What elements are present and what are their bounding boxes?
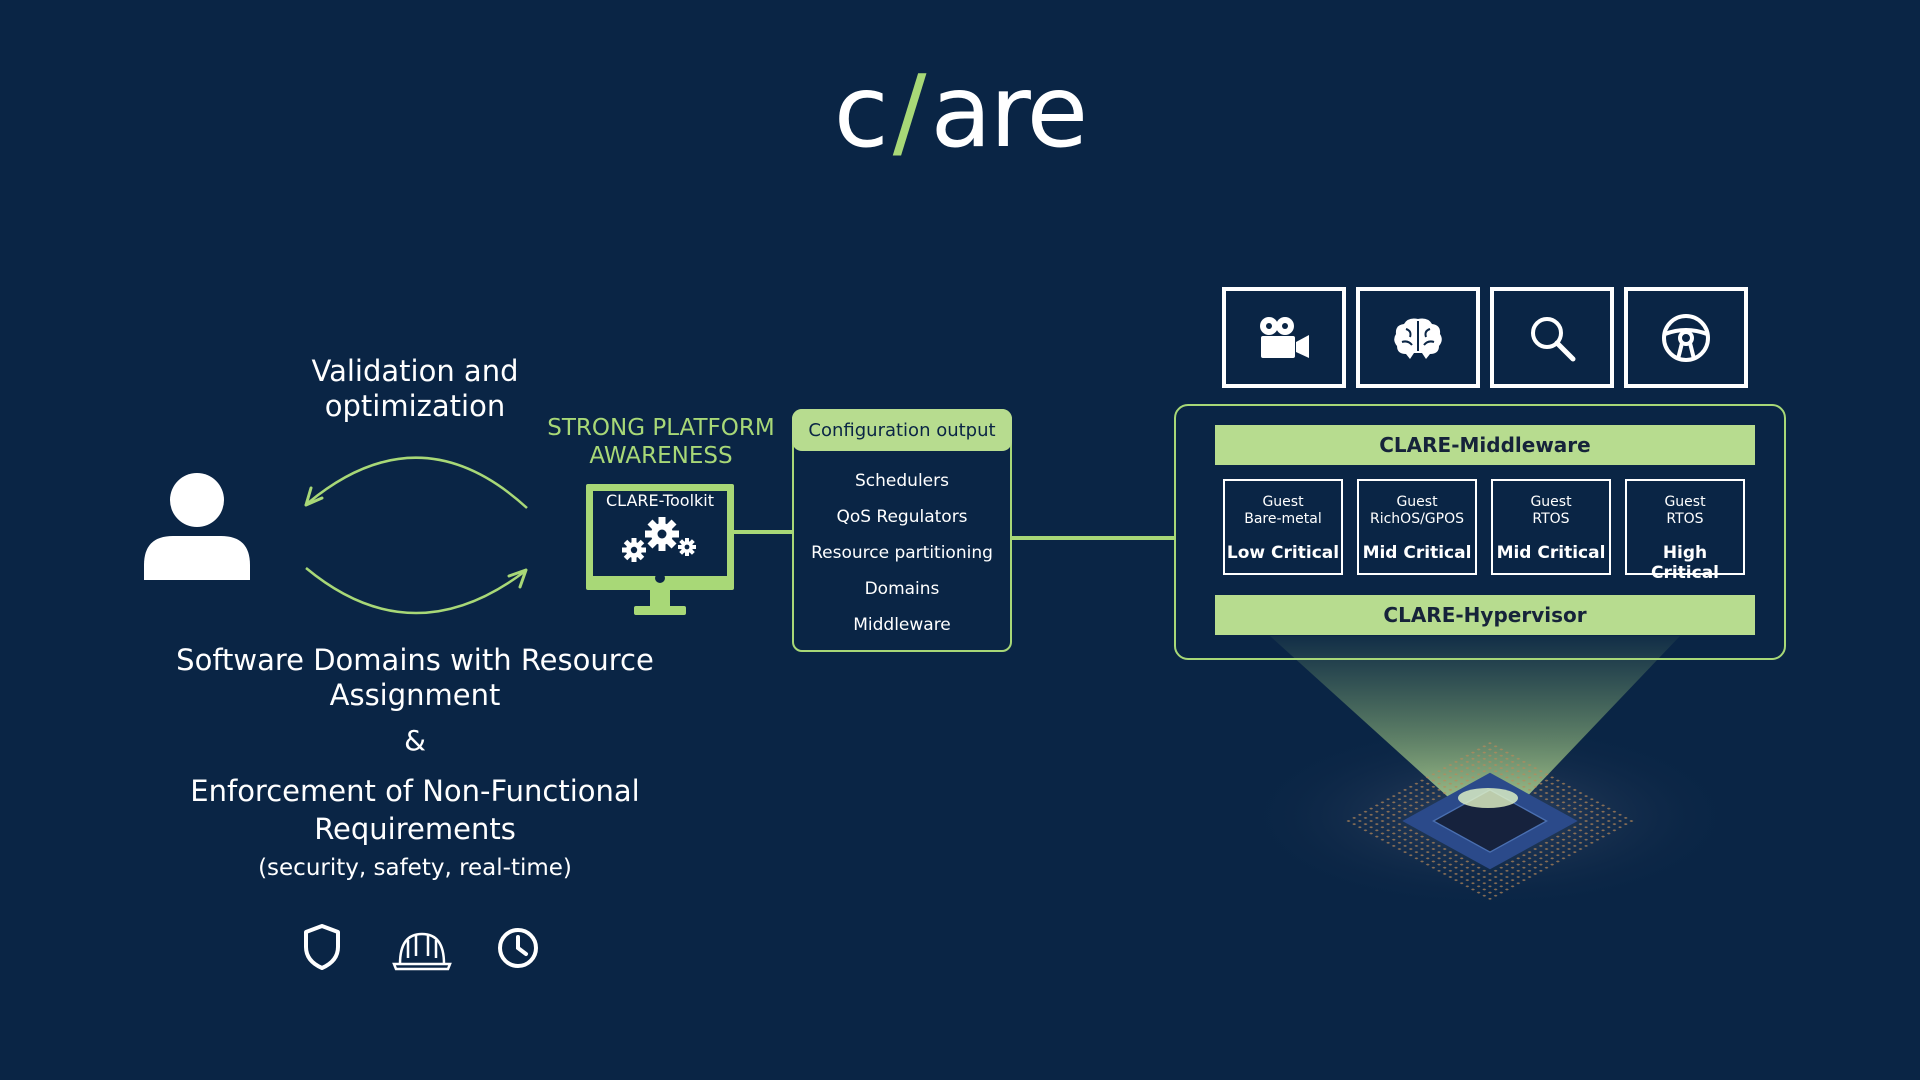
config-item-qos-regulators: QoS Regulators bbox=[836, 507, 968, 527]
config-item-resource-partitioning: Resource partitioning bbox=[811, 543, 993, 563]
configuration-items: Schedulers QoS Regulators Resource parti… bbox=[792, 466, 1012, 646]
gears-icon bbox=[622, 517, 696, 562]
search-icon bbox=[1531, 316, 1576, 361]
guest-os-label: RichOS/GPOS bbox=[1369, 511, 1464, 527]
monitor-base bbox=[634, 606, 686, 615]
guest-type-label: Guest bbox=[1664, 494, 1706, 510]
app-box-search bbox=[1490, 287, 1614, 388]
guest-os-label: Bare-metal bbox=[1244, 511, 1322, 527]
enforcement-label: Enforcement of Non-Functional Requiremen… bbox=[190, 774, 640, 846]
shield-icon bbox=[304, 924, 340, 970]
strong-platform-awareness-label: STRONG PLATFORM AWARENESS bbox=[547, 415, 775, 469]
connector-toolkit-config bbox=[734, 530, 792, 534]
brain-icon bbox=[1394, 318, 1442, 359]
config-item-middleware: Middleware bbox=[853, 615, 951, 635]
logo-text: c/are bbox=[833, 53, 1088, 170]
toolkit-monitor[interactable] bbox=[586, 484, 734, 590]
config-item-domains: Domains bbox=[864, 579, 940, 599]
software-domains-label: Software Domains with Resource Assignmen… bbox=[176, 643, 654, 712]
guest-type-label: Guest bbox=[1530, 494, 1572, 510]
app-box-brain bbox=[1356, 287, 1480, 388]
chip-illustration bbox=[1240, 636, 1740, 911]
guest-os-label: RTOS bbox=[1532, 511, 1570, 527]
criticality-label: Low Critical bbox=[1226, 543, 1340, 563]
guest-os-label: RTOS bbox=[1666, 511, 1704, 527]
hard-hat-icon bbox=[392, 932, 452, 971]
config-item-schedulers: Schedulers bbox=[855, 471, 949, 491]
guest-type-label: Guest bbox=[1396, 494, 1438, 510]
criticality-label: Mid Critical bbox=[1496, 543, 1606, 563]
steering-wheel-icon bbox=[1662, 313, 1710, 362]
user-icon bbox=[144, 473, 250, 580]
configuration-output-header: Configuration output bbox=[792, 409, 1012, 451]
hypervisor-bar: CLARE-Hypervisor bbox=[1215, 595, 1755, 635]
criticality-label: High Critical bbox=[1650, 543, 1720, 583]
clock-icon bbox=[498, 928, 538, 968]
app-box-camera bbox=[1222, 287, 1346, 388]
guest-type-label: Guest bbox=[1262, 494, 1304, 510]
clare-logo: c/are bbox=[0, 52, 1920, 172]
ampersand: & bbox=[404, 724, 426, 757]
criticality-label: Mid Critical bbox=[1362, 543, 1472, 563]
nfr-subtitle: (security, safety, real-time) bbox=[258, 855, 572, 881]
toolkit-label: CLARE-Toolkit bbox=[606, 491, 714, 510]
middleware-bar: CLARE-Middleware bbox=[1215, 425, 1755, 465]
monitor-power-dot bbox=[655, 573, 665, 583]
connector-config-platform bbox=[1012, 536, 1174, 540]
monitor-stand bbox=[650, 590, 670, 608]
validation-label: Validation and optimization bbox=[311, 354, 519, 423]
app-box-steering bbox=[1624, 287, 1748, 388]
camera-icon bbox=[1260, 316, 1309, 358]
